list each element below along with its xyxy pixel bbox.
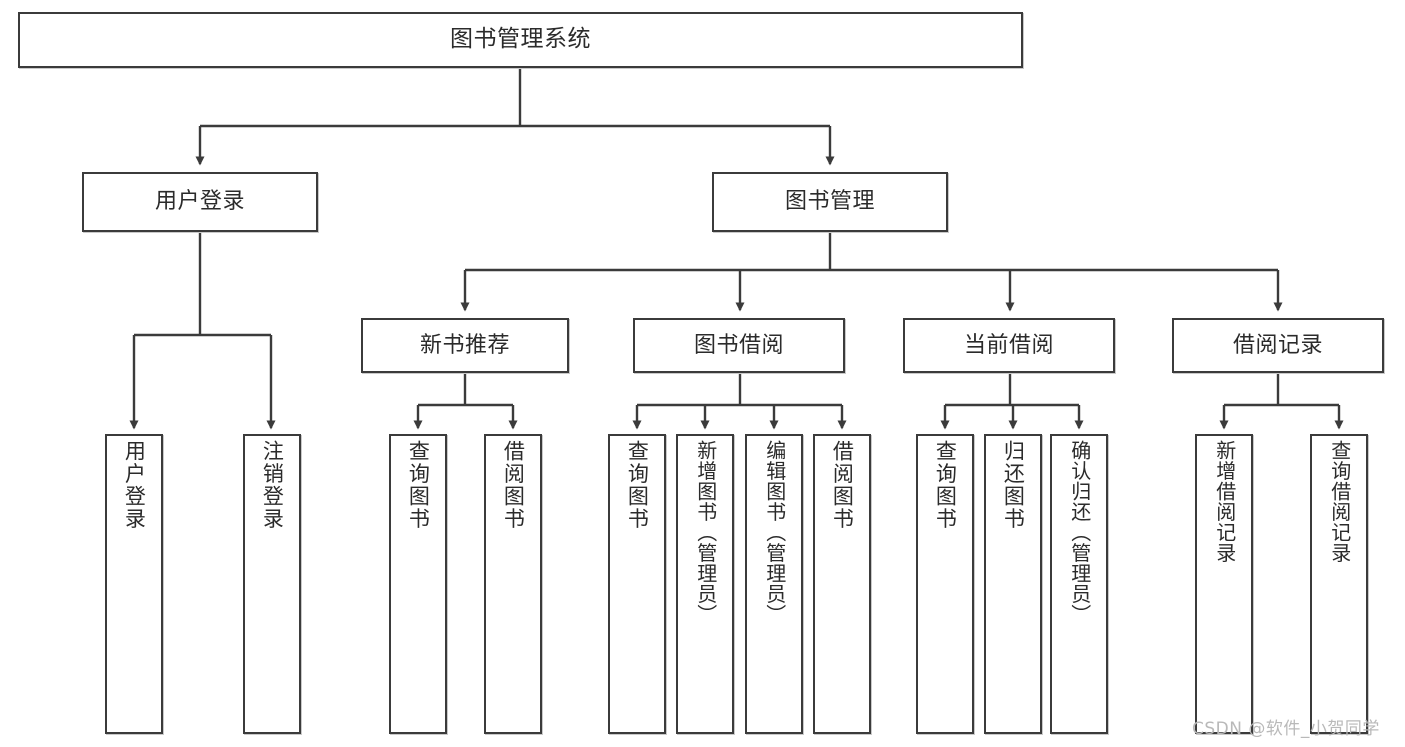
node-label: 查询借阅记录 xyxy=(1327,440,1352,563)
leaf-edit-book-admin[interactable]: 编辑图书（管理员） xyxy=(745,434,803,734)
leaf-current-query-book[interactable]: 查询图书 xyxy=(916,434,974,734)
node-label: 借阅记录 xyxy=(1232,332,1323,358)
node-label: 查询图书 xyxy=(933,440,958,530)
node-label: 图书管理 xyxy=(784,189,875,215)
node-label: 归还图书 xyxy=(1001,440,1026,530)
node-book-management[interactable]: 图书管理 xyxy=(712,172,948,232)
node-label: 图书借阅 xyxy=(693,332,784,358)
node-label: 借阅图书 xyxy=(501,440,526,530)
node-label: 用户登录 xyxy=(154,189,245,215)
leaf-query-borrow-record[interactable]: 查询借阅记录 xyxy=(1310,434,1368,734)
node-label: 编辑图书（管理员） xyxy=(762,440,787,625)
node-new-book-recommend[interactable]: 新书推荐 xyxy=(361,318,569,373)
leaf-logout[interactable]: 注销登录 xyxy=(243,434,301,734)
node-label: 确认归还（管理员） xyxy=(1067,440,1092,625)
node-label: 新书推荐 xyxy=(419,332,510,358)
leaf-add-borrow-record[interactable]: 新增借阅记录 xyxy=(1195,434,1253,734)
node-label: 新增借阅记录 xyxy=(1212,440,1237,563)
node-label: 当前借阅 xyxy=(963,332,1054,358)
leaf-borrow-query-book[interactable]: 查询图书 xyxy=(608,434,666,734)
node-label: 查询图书 xyxy=(406,440,431,530)
node-book-borrow[interactable]: 图书借阅 xyxy=(633,318,845,373)
csdn-watermark: CSDN @软件_小贺同学 xyxy=(1192,719,1380,739)
node-label: 查询图书 xyxy=(625,440,650,530)
leaf-confirm-return-admin[interactable]: 确认归还（管理员） xyxy=(1050,434,1108,734)
node-user-login[interactable]: 用户登录 xyxy=(82,172,318,232)
leaf-new-book-query[interactable]: 查询图书 xyxy=(389,434,447,734)
node-current-borrow[interactable]: 当前借阅 xyxy=(903,318,1115,373)
node-borrow-records[interactable]: 借阅记录 xyxy=(1172,318,1384,373)
node-label: 借阅图书 xyxy=(830,440,855,530)
leaf-new-book-borrow[interactable]: 借阅图书 xyxy=(484,434,542,734)
node-root-book-management-system[interactable]: 图书管理系统 xyxy=(18,12,1023,68)
node-label: 图书管理系统 xyxy=(450,26,591,53)
node-label: 用户登录 xyxy=(122,440,147,530)
leaf-return-book[interactable]: 归还图书 xyxy=(984,434,1042,734)
node-label: 注销登录 xyxy=(260,440,285,530)
leaf-add-book-admin[interactable]: 新增图书（管理员） xyxy=(676,434,734,734)
node-label: 新增图书（管理员） xyxy=(693,440,718,625)
leaf-borrow-book[interactable]: 借阅图书 xyxy=(813,434,871,734)
leaf-user-login[interactable]: 用户登录 xyxy=(105,434,163,734)
